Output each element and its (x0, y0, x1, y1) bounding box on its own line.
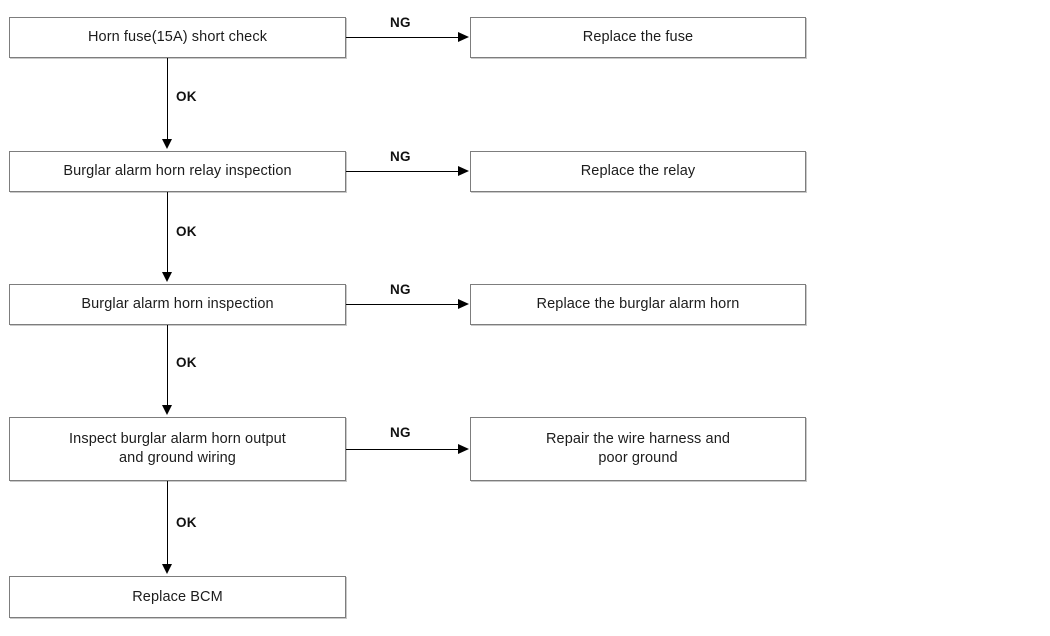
edge-step-4-to-step-5 (166, 481, 169, 566)
edge-label-ok-step-2: OK (176, 224, 197, 239)
edge-label-ng-step-4: NG (390, 425, 411, 440)
outcome-node-replace-the-burglar-alarm-horn[interactable]: Replace the burglar alarm horn (470, 284, 806, 325)
edge-label-ng-step-3: NG (390, 282, 411, 297)
edge-label-ok-step-1: OK (176, 89, 197, 104)
arrowhead-right-icon (458, 165, 469, 176)
edge-label-ng-step-1: NG (390, 15, 411, 30)
node-label: Repair the wire harness and poor ground (545, 431, 731, 466)
edge-step-3-to-step-4 (166, 325, 169, 407)
edge-label-ok-step-4: OK (176, 515, 197, 530)
arrowhead-down-icon (161, 405, 172, 415)
arrowhead-right-icon (458, 31, 469, 42)
node-label: Inspect burglar alarm horn output and gr… (69, 431, 286, 466)
edge-label-ng-step-2: NG (390, 149, 411, 164)
edge-step-2-to-step-3 (166, 192, 169, 274)
arrowhead-right-icon (458, 298, 469, 309)
arrowhead-down-icon (161, 139, 172, 149)
node-label: Replace the fuse (582, 29, 694, 45)
arrowhead-down-icon (161, 272, 172, 282)
outcome-node-replace-the-fuse[interactable]: Replace the fuse (470, 17, 806, 58)
node-label: Replace the burglar alarm horn (536, 296, 740, 312)
node-label: Replace the relay (580, 163, 696, 179)
node-label: Burglar alarm horn inspection (81, 296, 274, 312)
terminal-node-replace-bcm[interactable]: Replace BCM (9, 576, 346, 618)
edge-step-1-to-replace-the-fuse (346, 36, 460, 39)
edge-step-3-to-replace-the-burglar-alarm-horn (346, 303, 460, 306)
outcome-node-replace-the-relay[interactable]: Replace the relay (470, 151, 806, 192)
process-node-step-4[interactable]: Inspect burglar alarm horn output and gr… (9, 417, 346, 481)
process-node-step-2[interactable]: Burglar alarm horn relay inspection (9, 151, 346, 192)
node-label: Replace BCM (132, 588, 223, 605)
arrowhead-right-icon (458, 443, 469, 454)
edge-label-ok-step-3: OK (176, 355, 197, 370)
process-node-step-3[interactable]: Burglar alarm horn inspection (9, 284, 346, 325)
outcome-node-repair-the-wire-harness[interactable]: Repair the wire harness and poor ground (470, 417, 806, 481)
process-node-step-1[interactable]: Horn fuse(15A) short check (9, 17, 346, 58)
node-label: Horn fuse(15A) short check (87, 29, 268, 45)
node-label: Burglar alarm horn relay inspection (63, 163, 292, 179)
edge-step-4-to-repair-the-wire-harness (346, 448, 460, 451)
edge-step-2-to-replace-the-relay (346, 170, 460, 173)
arrowhead-down-icon (161, 564, 172, 574)
edge-step-1-to-step-2 (166, 58, 169, 141)
